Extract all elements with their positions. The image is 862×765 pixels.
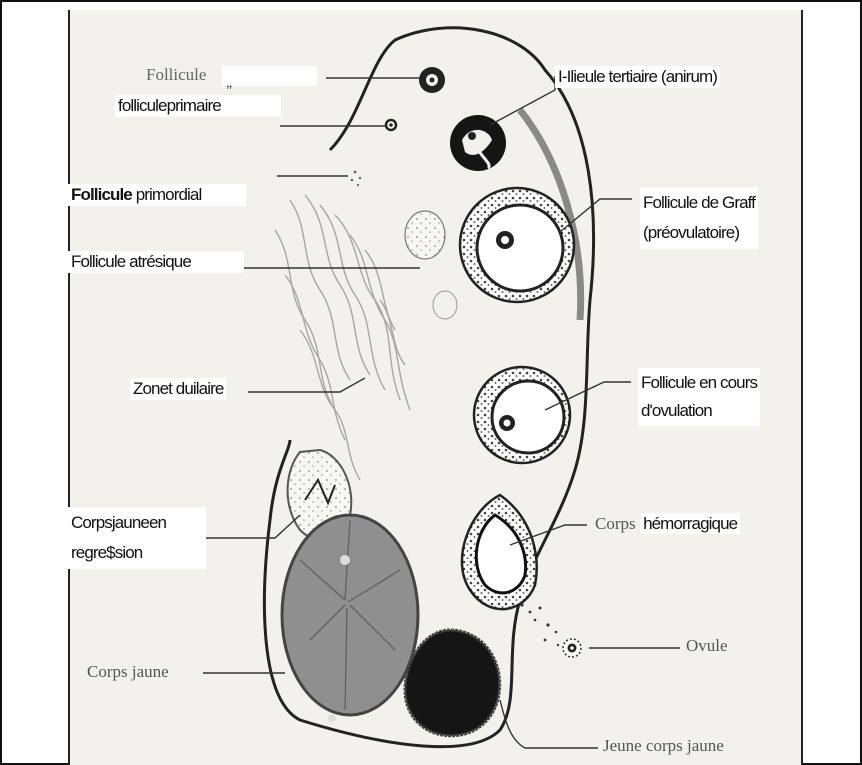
- label-follicule-ovulation: Follicule en cours d'ovulation: [638, 368, 760, 426]
- label-ovule-text: Ovule: [686, 636, 728, 655]
- label-jeune-corps-jaune-text: Jeune corps jaune: [603, 736, 724, 755]
- label-follicule-top-mask: ,,: [222, 66, 317, 86]
- label-follicule-primordial: Follicule primordial: [68, 184, 246, 206]
- label-follicule-de-graff-line2: (préovulatoire): [643, 218, 755, 248]
- label-follicule-top-suffix: ,,: [226, 75, 231, 90]
- label-follicule-top-text: Follicule: [146, 65, 206, 84]
- label-zone-interstitielle-text: Zonet duilaire: [133, 379, 223, 398]
- primordial-follicle: [351, 171, 361, 186]
- label-follicule-primaire: folliculeprimaire: [115, 95, 281, 117]
- released-cells: [520, 603, 559, 646]
- label-follicule-primordial-bold: Follicule: [71, 185, 132, 204]
- label-follicule-atresique-text: Follicule atrésique: [71, 252, 191, 271]
- label-corps-jaune-text: Corps jaune: [87, 662, 169, 681]
- interstitial-zone: [275, 195, 410, 480]
- young-corpus-luteum: [405, 630, 500, 736]
- corpus-luteum: [282, 515, 418, 715]
- label-ovule: Ovule: [686, 636, 728, 656]
- label-corps-jaune-regression: Corpsjauneen regre$sion: [68, 507, 206, 569]
- label-follicule-primordial-rest: primordial: [136, 185, 202, 204]
- label-corps-jaune-regression-line2: regre$sion: [71, 538, 203, 568]
- label-follicule-primaire-text: folliculeprimaire: [118, 96, 221, 115]
- label-zone-interstitielle: Zonet duilaire: [130, 378, 226, 400]
- label-follicule-tertiaire-text: I-Ilieule tertiaire (anirum): [558, 67, 717, 86]
- atretic-follicle: [405, 211, 445, 259]
- label-follicule-ovulation-line1: Follicule en cours: [641, 369, 757, 397]
- label-follicule-tertiaire: I-Ilieule tertiaire (anirum): [555, 66, 720, 88]
- ovule: [563, 639, 581, 657]
- label-corps-jaune-regression-line1: Corpsjauneen: [71, 508, 203, 538]
- label-follicule-atresique: Follicule atrésique: [68, 251, 244, 273]
- label-follicule-ovulation-line2: d'ovulation: [641, 397, 757, 425]
- label-follicule-top: Follicule: [146, 65, 206, 85]
- label-follicule-de-graff-line1: Follicule de Graff: [643, 188, 755, 218]
- label-corps-hemorragique-rest: hémorragique: [640, 513, 740, 534]
- label-corps-hemorragique: Corps hémorragique: [595, 514, 740, 534]
- label-corps-hemorragique-serif: Corps: [595, 514, 636, 533]
- label-follicule-de-graff: Follicule de Graff (préovulatoire): [640, 187, 758, 249]
- label-jeune-corps-jaune: Jeune corps jaune: [603, 736, 724, 756]
- label-corps-jaune: Corps jaune: [87, 662, 169, 682]
